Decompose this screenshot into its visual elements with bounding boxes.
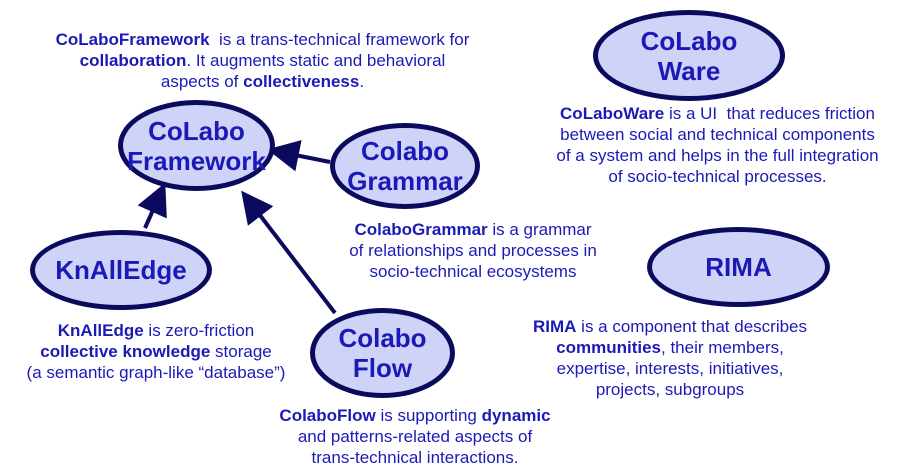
node-rima-label: RIMA xyxy=(705,252,772,282)
node-colabo-grammar: Colabo Grammar xyxy=(330,123,480,209)
desc-colabo-ware: CoLaboWare is a UI that reduces friction… xyxy=(556,104,879,186)
node-colabo-grammar-line2: Grammar xyxy=(347,166,463,196)
desc-rima: RIMA is a component that describes commu… xyxy=(532,317,808,399)
node-knalledge-label: KnAllEdge xyxy=(55,255,187,285)
desc-colabo-framework: CoLaboFramework is a trans-technical fra… xyxy=(55,30,470,91)
desc-rima-name: RIMA xyxy=(532,317,577,336)
arrow-grammar-to-framework xyxy=(267,140,331,172)
desc-framework-bold-collaboration: collaboration xyxy=(79,51,187,70)
desc-rima-bold-communities: communities xyxy=(556,338,662,357)
desc-framework-bold-collectiveness: collectiveness xyxy=(243,72,360,91)
desc-knalledge-bold-collective: collective knowledge xyxy=(40,342,211,361)
node-colabo-ware-line2: Ware xyxy=(657,55,721,86)
node-colabo-ware: CoLabo Ware xyxy=(593,10,785,101)
node-colabo-flow-line2: Flow xyxy=(352,353,413,383)
node-rima: RIMA xyxy=(647,227,830,307)
node-colabo-flow: Colabo Flow xyxy=(310,308,455,398)
node-colabo-flow-line1: Colabo xyxy=(338,323,427,353)
node-colabo-framework: CoLabo Framework xyxy=(118,100,275,191)
node-colabo-framework-line2: Framework xyxy=(127,145,266,176)
desc-flow-name: ColaboFlow xyxy=(279,406,376,425)
desc-knalledge-name: KnAllEdge xyxy=(57,321,144,340)
node-knalledge: KnAllEdge xyxy=(30,230,212,310)
desc-grammar-name: ColaboGrammar xyxy=(354,220,488,239)
arrow-knalledge-to-framework xyxy=(137,182,167,229)
desc-ware-name: CoLaboWare xyxy=(560,104,665,123)
node-colabo-grammar-line1: Colabo xyxy=(360,136,450,166)
node-colabo-framework-line1: CoLabo xyxy=(148,115,245,146)
desc-flow-bold-dynamic: dynamic xyxy=(481,406,551,425)
arrow-flow-to-framework xyxy=(241,190,337,315)
node-colabo-ware-line1: CoLabo xyxy=(640,25,738,56)
desc-knalledge: KnAllEdge is zero-friction collective kn… xyxy=(26,321,286,382)
desc-framework-name: CoLaboFramework xyxy=(55,30,210,49)
desc-colabo-grammar: ColaboGrammar is a grammar of relationsh… xyxy=(349,220,597,281)
desc-colabo-flow: ColaboFlow is supporting dynamic and pat… xyxy=(279,406,551,467)
